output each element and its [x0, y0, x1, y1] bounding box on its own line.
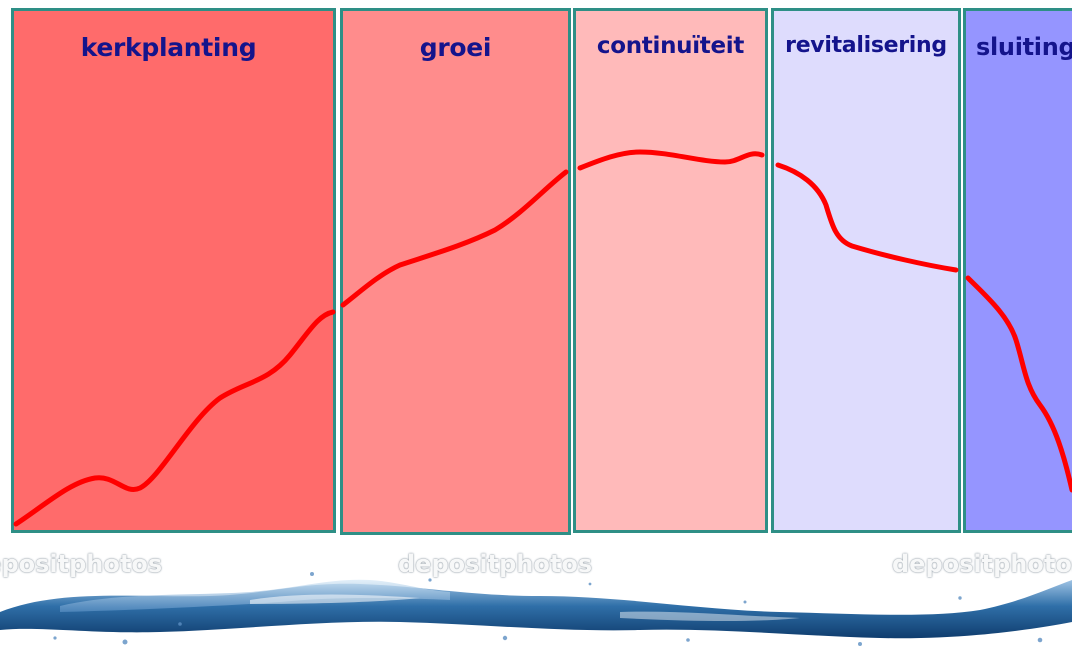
phase-label-kerkplanting: kerkplanting [80, 33, 257, 62]
watermark-center: depositphotos [398, 550, 593, 578]
curve-segment-revitalisering [775, 162, 959, 273]
phase-label-groei: groei [419, 33, 492, 62]
water-splash-wave [0, 572, 1072, 646]
phase-groei: groei [340, 8, 571, 535]
phase-label-continuiteit: continuïteit [596, 33, 745, 59]
watermark-left: depositphotos [0, 550, 163, 578]
curve-segment-sluiting [965, 275, 1072, 493]
phase-kerkplanting: kerkplanting [11, 8, 336, 533]
curve-segment-groei [340, 169, 569, 308]
phase-revitalisering: revitalisering [771, 8, 961, 533]
curve-segment-kerkplanting [13, 309, 336, 527]
phase-label-sluiting: sluiting [976, 33, 1072, 61]
watermark-right: depositphotos [892, 550, 1072, 578]
lifecycle-curve [13, 149, 1072, 527]
phase-continuiteit: continuïteit [573, 8, 768, 533]
curve-segment-continuiteit [577, 149, 765, 171]
phase-label-revitalisering: revitalisering [785, 33, 947, 58]
phase-sluiting: sluiting [963, 8, 1072, 533]
